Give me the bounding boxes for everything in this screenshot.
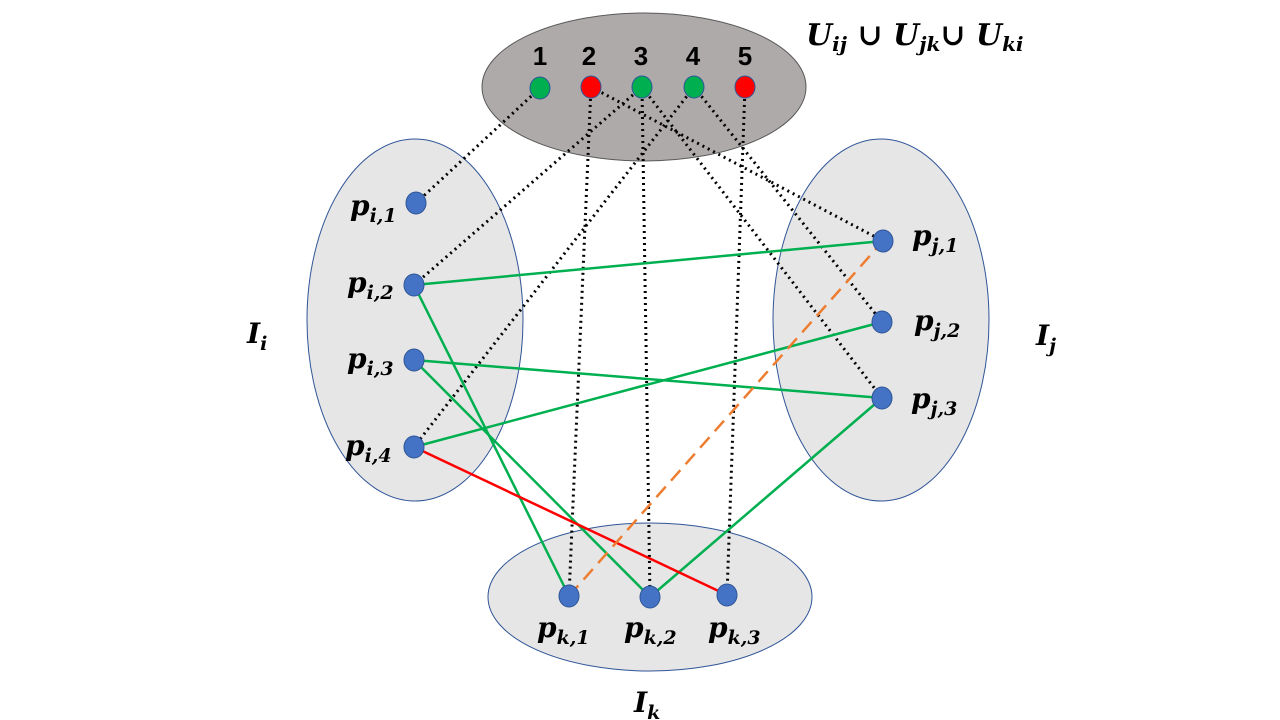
node-label: pk,1 bbox=[537, 611, 590, 649]
node-label: pi,3 bbox=[347, 342, 394, 380]
dotted-edge bbox=[725, 86, 747, 596]
node-label: pk,3 bbox=[708, 611, 761, 649]
node-dot bbox=[872, 229, 894, 253]
node-label: pi,1 bbox=[350, 189, 397, 227]
node-dot bbox=[871, 386, 893, 410]
union-item-dot bbox=[734, 75, 756, 99]
dotted-edge bbox=[567, 86, 593, 597]
union-item-dot bbox=[683, 75, 705, 99]
dotted-edge bbox=[412, 86, 696, 448]
dotted-edge bbox=[414, 86, 542, 205]
node-label: pj,2 bbox=[914, 304, 960, 342]
union-item-label: 2 bbox=[582, 41, 596, 71]
union-item-label: 4 bbox=[686, 41, 701, 71]
union-item-dot bbox=[631, 75, 653, 99]
node-dot bbox=[639, 585, 661, 609]
union-item-label: 3 bbox=[634, 41, 648, 71]
green-edge bbox=[412, 284, 571, 597]
node-label: pj,3 bbox=[911, 382, 957, 420]
node-dot bbox=[716, 583, 738, 607]
dotted-edge bbox=[692, 86, 884, 323]
node-dot bbox=[405, 191, 427, 215]
set-ellipse-i bbox=[306, 138, 524, 502]
green-edge bbox=[413, 239, 884, 287]
union-item-dot bbox=[529, 76, 551, 100]
union-item-label: 5 bbox=[738, 41, 752, 71]
set-label-i: Ii bbox=[246, 317, 267, 355]
green-edge bbox=[413, 320, 883, 449]
set-label-j: Ij bbox=[1035, 319, 1056, 357]
node-label: pj,1 bbox=[912, 219, 958, 257]
union-label: Uij ∪ Ujk∪ Uki bbox=[806, 18, 1024, 56]
orange-dashed-edge bbox=[568, 240, 884, 597]
dotted-edge bbox=[413, 85, 643, 287]
node-dot bbox=[558, 584, 580, 608]
green-edge bbox=[413, 358, 883, 400]
green-edge bbox=[413, 359, 651, 598]
node-dot bbox=[871, 310, 893, 334]
node-label: pi,2 bbox=[347, 266, 394, 304]
node-label: pk,2 bbox=[624, 611, 677, 649]
node-layer bbox=[403, 75, 894, 609]
node-label: pi,4 bbox=[345, 429, 392, 467]
red-edge bbox=[413, 445, 728, 597]
green-edge bbox=[649, 397, 883, 598]
node-dot bbox=[403, 435, 425, 459]
node-dot bbox=[403, 348, 425, 372]
dotted-edge bbox=[590, 85, 884, 243]
node-dot bbox=[403, 273, 425, 297]
edge-layer bbox=[412, 85, 884, 598]
union-item-label: 1 bbox=[533, 41, 547, 71]
set-label-k: Ik bbox=[633, 686, 660, 720]
union-item-dot bbox=[580, 75, 602, 99]
dotted-edge bbox=[640, 86, 652, 598]
